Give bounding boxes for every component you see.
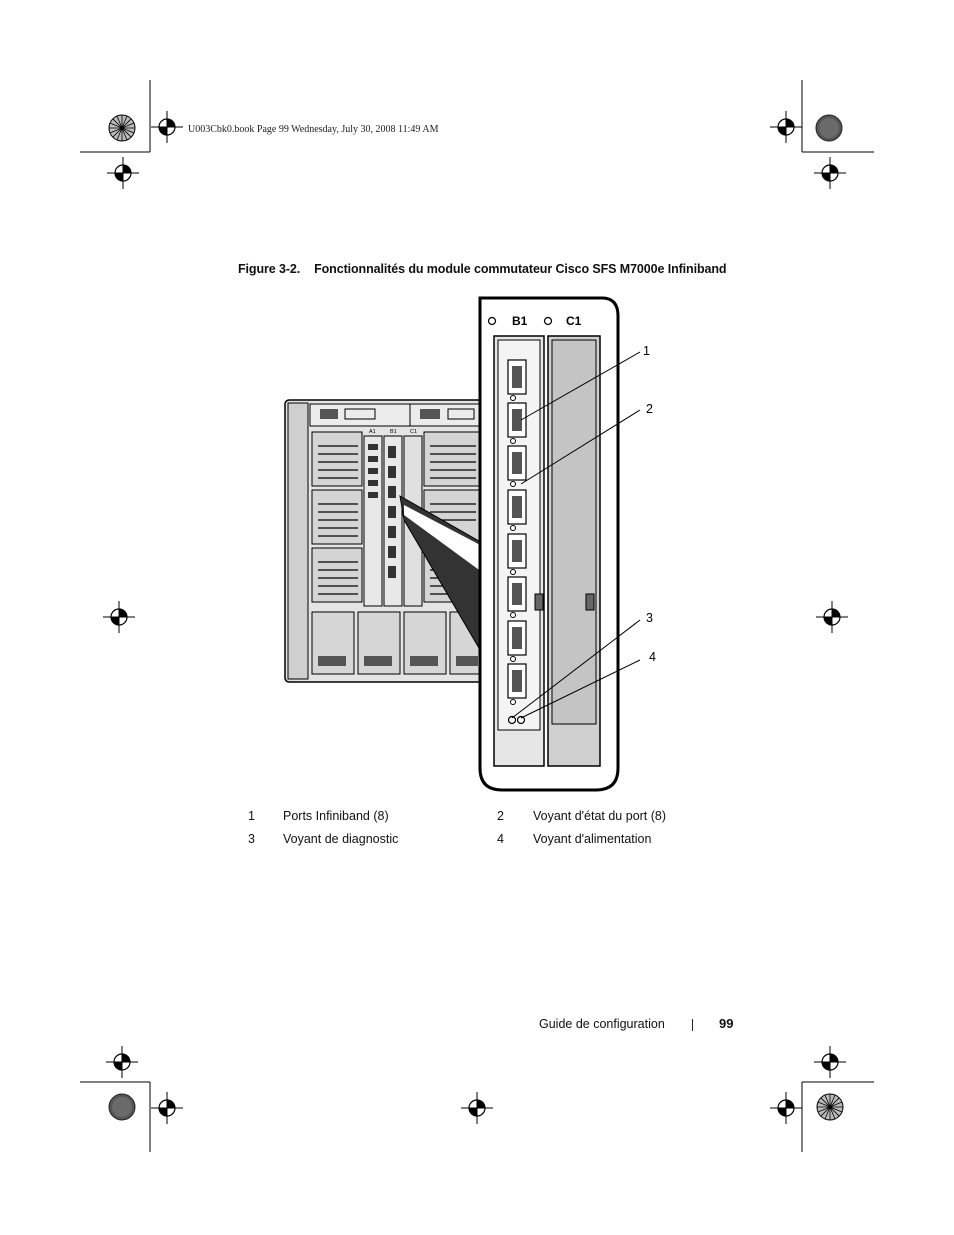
port-status-leds xyxy=(510,395,516,705)
callout-number: 1 xyxy=(643,344,650,358)
figure-title: Fonctionnalités du module commutateur Ci… xyxy=(314,262,727,276)
legend-number: 1 xyxy=(248,809,255,823)
diagnostic-led xyxy=(507,715,517,725)
callout-lines xyxy=(511,351,641,719)
print-header: U003Cbk0.book Page 99 Wednesday, July 30… xyxy=(188,124,439,135)
chassis-slot-label: C1 xyxy=(410,429,417,435)
callout-number: 3 xyxy=(646,611,653,625)
zoom-slot-label: B1 xyxy=(512,314,528,328)
figure-caption: Figure 3-2. Fonctionnalités du module com… xyxy=(238,262,727,276)
footer-title: Guide de configuration xyxy=(539,1017,665,1031)
callout-number: 4 xyxy=(649,650,656,664)
chassis-io-modules xyxy=(363,435,423,607)
legend-text: Voyant d'alimentation xyxy=(533,832,652,846)
legend-number: 2 xyxy=(497,809,504,823)
figure-number: Figure 3-2. xyxy=(238,262,301,276)
legend-number: 3 xyxy=(248,832,255,846)
legend-text: Ports Infiniband (8) xyxy=(283,809,389,823)
chassis-slot-label: A1 xyxy=(369,429,376,435)
chassis: A1 B1 C1 xyxy=(284,399,486,683)
legend-number: 4 xyxy=(497,832,504,846)
zoom-callout-view: B1 C1 xyxy=(478,296,620,792)
power-led xyxy=(516,715,526,725)
page-number: 99 xyxy=(719,1016,734,1031)
legend-text: Voyant de diagnostic xyxy=(283,832,399,846)
zoom-slot-label: C1 xyxy=(566,314,582,328)
legend-text: Voyant d'état du port (8) xyxy=(533,809,667,823)
chassis-slot-label: B1 xyxy=(390,429,397,435)
callout-number: 2 xyxy=(646,402,653,416)
footer-separator xyxy=(692,1019,693,1031)
